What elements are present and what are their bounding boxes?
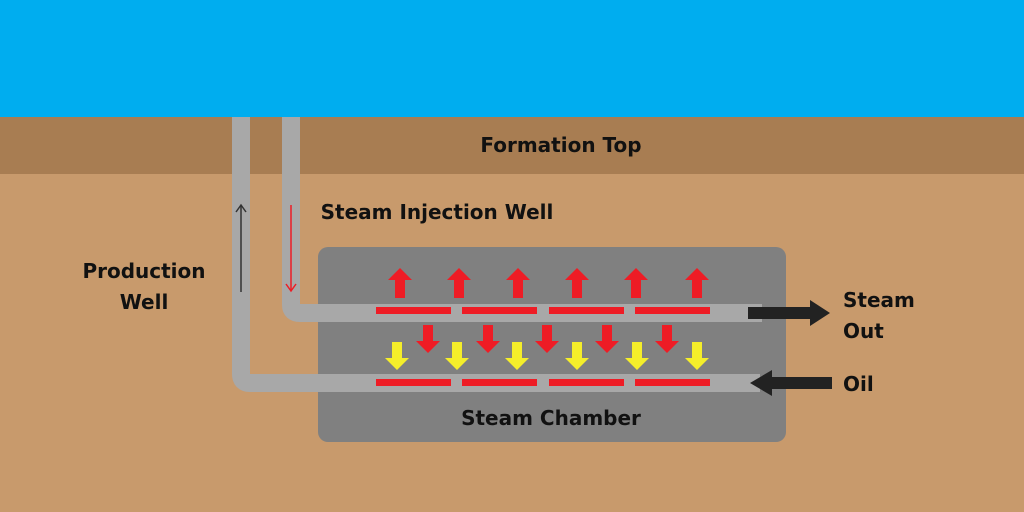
steam-rise-arrow — [685, 268, 709, 298]
steam-rise-arrow — [388, 268, 412, 298]
production-slot-segment — [549, 379, 624, 386]
injection-flow-down-arrow — [285, 205, 297, 293]
production-slot-segment — [376, 379, 451, 386]
injection-slot-segment — [635, 307, 710, 314]
oil-drain-arrow — [385, 342, 409, 370]
heat-down-arrow — [655, 325, 679, 353]
steam-chamber-label: Steam Chamber — [461, 406, 641, 430]
steam-injection-well-pipe — [282, 117, 762, 322]
injection-slot-segment — [462, 307, 537, 314]
oil-label: Oil — [843, 372, 874, 396]
formation-top-label: Formation Top — [480, 133, 641, 157]
heat-down-arrow — [595, 325, 619, 353]
oil-drain-arrow — [685, 342, 709, 370]
sky — [0, 0, 1024, 117]
steam-rise-arrow — [447, 268, 471, 298]
steam-injection-well-label: Steam Injection Well — [321, 200, 554, 224]
heat-down-arrow — [476, 325, 500, 353]
chamber-arrows — [385, 268, 709, 370]
oil-drain-arrow — [565, 342, 589, 370]
steam-rise-arrow — [506, 268, 530, 298]
steam-out-label-line1: Steam — [843, 288, 915, 312]
heat-down-arrow — [416, 325, 440, 353]
production-slot-segment — [462, 379, 537, 386]
oil-in-arrow — [750, 370, 832, 396]
production-flow-up-arrow — [235, 203, 247, 292]
steam-out-arrow — [748, 300, 830, 326]
formation-top-band — [0, 117, 1024, 174]
well-slots — [376, 307, 710, 386]
injection-slot-segment — [376, 307, 451, 314]
production-well-label-line1: Production — [82, 259, 205, 283]
steam-rise-arrow — [624, 268, 648, 298]
injection-slot-segment — [549, 307, 624, 314]
oil-drain-arrow — [625, 342, 649, 370]
production-slot-segment — [635, 379, 710, 386]
steam-rise-arrow — [565, 268, 589, 298]
oil-drain-arrow — [505, 342, 529, 370]
heat-down-arrow — [535, 325, 559, 353]
steam-out-label-line2: Out — [843, 319, 884, 343]
production-well-label-line2: Well — [120, 290, 169, 314]
oil-drain-arrow — [445, 342, 469, 370]
production-well-pipe — [232, 117, 760, 392]
